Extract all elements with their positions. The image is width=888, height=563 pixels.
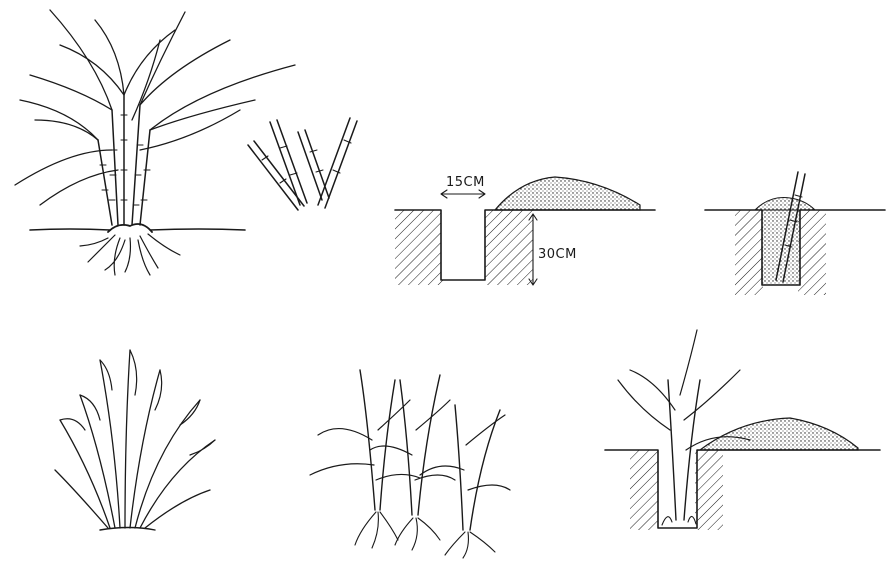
young-clump <box>55 350 215 530</box>
soil-heap <box>495 177 640 210</box>
cutting-in-pit <box>705 172 885 295</box>
rooted-shoots <box>310 370 510 558</box>
pit-depth-label: 30CM <box>538 247 577 262</box>
mature-clump <box>15 10 295 275</box>
shoot-in-pit <box>605 330 880 530</box>
planting-pit: 15CM 30CM <box>395 175 655 285</box>
cane-cuttings <box>248 118 357 210</box>
pit-width-label: 15CM <box>446 175 485 190</box>
